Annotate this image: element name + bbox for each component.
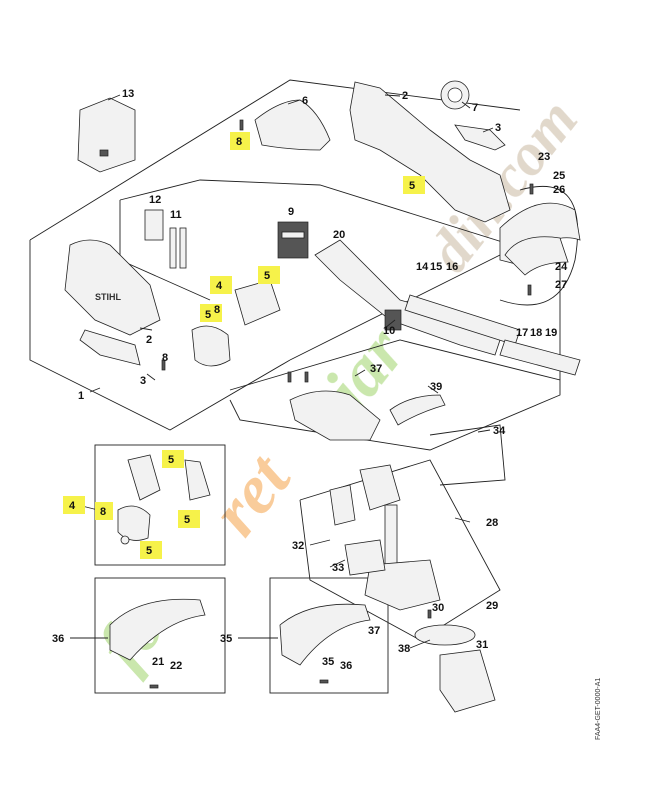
callout-5-detail-b: 5 xyxy=(184,514,190,526)
callout-21: 23 xyxy=(538,151,550,163)
callout-3-top: 3 xyxy=(495,122,501,134)
callout-17: 17 xyxy=(516,327,528,339)
callout-18: 18 xyxy=(530,327,542,339)
watermark: fo ret jar din.com xyxy=(83,87,590,684)
callout-27: 29 xyxy=(486,600,498,612)
callout-13: 13 xyxy=(122,88,134,100)
callout-5-detail-c: 5 xyxy=(146,545,152,557)
callout-34: 36 xyxy=(52,633,64,645)
callout-2-top: 2 xyxy=(402,90,408,102)
callout-35-right: 35 xyxy=(322,656,334,668)
callout-39: 39 xyxy=(430,381,442,393)
callout-8-detail: 8 xyxy=(100,506,106,518)
callout-37-bottom: 37 xyxy=(368,625,380,637)
callout-30: 32 xyxy=(292,540,304,552)
highlight-boxes xyxy=(63,132,425,559)
callout-22: 24 xyxy=(555,261,568,273)
callout-20: 20 xyxy=(333,229,345,241)
callout-5-top: 5 xyxy=(409,180,415,192)
stihl-logo-text: STIHL xyxy=(95,292,122,302)
callout-1: 1 xyxy=(78,390,84,402)
callout-19: 19 xyxy=(545,327,557,339)
callout-6: 6 xyxy=(302,95,308,107)
callout-4-center: 4 xyxy=(216,280,223,292)
callout-2-bottom: 2 xyxy=(146,334,152,346)
callout-24: 26 xyxy=(553,184,565,196)
callout-36-right: 36 xyxy=(340,660,352,672)
callout-37-top: 37 xyxy=(370,363,382,375)
reference-code: FAA4-GET-0000-A1 xyxy=(595,678,602,740)
callout-12: 12 xyxy=(149,194,161,206)
callout-8-bottom: 8 xyxy=(162,352,168,364)
callout-5-center-a: 5 xyxy=(264,270,270,282)
callout-labels: 13 6 2 7 3 8 23 25 26 5 12 11 9 20 14 15… xyxy=(52,88,568,672)
callout-38: 38 xyxy=(398,643,410,655)
callout-8-center: 8 xyxy=(214,304,220,316)
callout-32: 34 xyxy=(493,425,506,437)
callout-15: 15 xyxy=(430,261,442,273)
callout-8-top: 8 xyxy=(236,136,242,148)
callout-25: 27 xyxy=(555,279,567,291)
callout-10: 10 xyxy=(383,325,395,337)
part-shapes: STIHL xyxy=(64,80,581,713)
callout-11: 11 xyxy=(170,209,182,221)
callout-3-bottom: 3 xyxy=(140,375,146,387)
callout-29: 31 xyxy=(476,639,488,651)
callout-28: 30 xyxy=(432,602,444,614)
callout-35-left: 21 xyxy=(152,656,164,668)
callout-31: 33 xyxy=(332,562,344,574)
callout-33: 35 xyxy=(220,633,232,645)
svg-text:ret: ret xyxy=(197,439,307,550)
callout-5-detail-a: 5 xyxy=(168,454,174,466)
callout-16: 16 xyxy=(446,261,458,273)
callout-5-center-b: 5 xyxy=(205,309,211,321)
callout-23: 25 xyxy=(553,170,565,182)
callout-26: 28 xyxy=(486,517,498,529)
callout-36-left: 22 xyxy=(170,660,182,672)
callout-4-detail: 4 xyxy=(69,500,76,512)
callout-14: 14 xyxy=(416,261,429,273)
callout-9: 9 xyxy=(288,206,294,218)
callout-7: 7 xyxy=(472,102,478,114)
